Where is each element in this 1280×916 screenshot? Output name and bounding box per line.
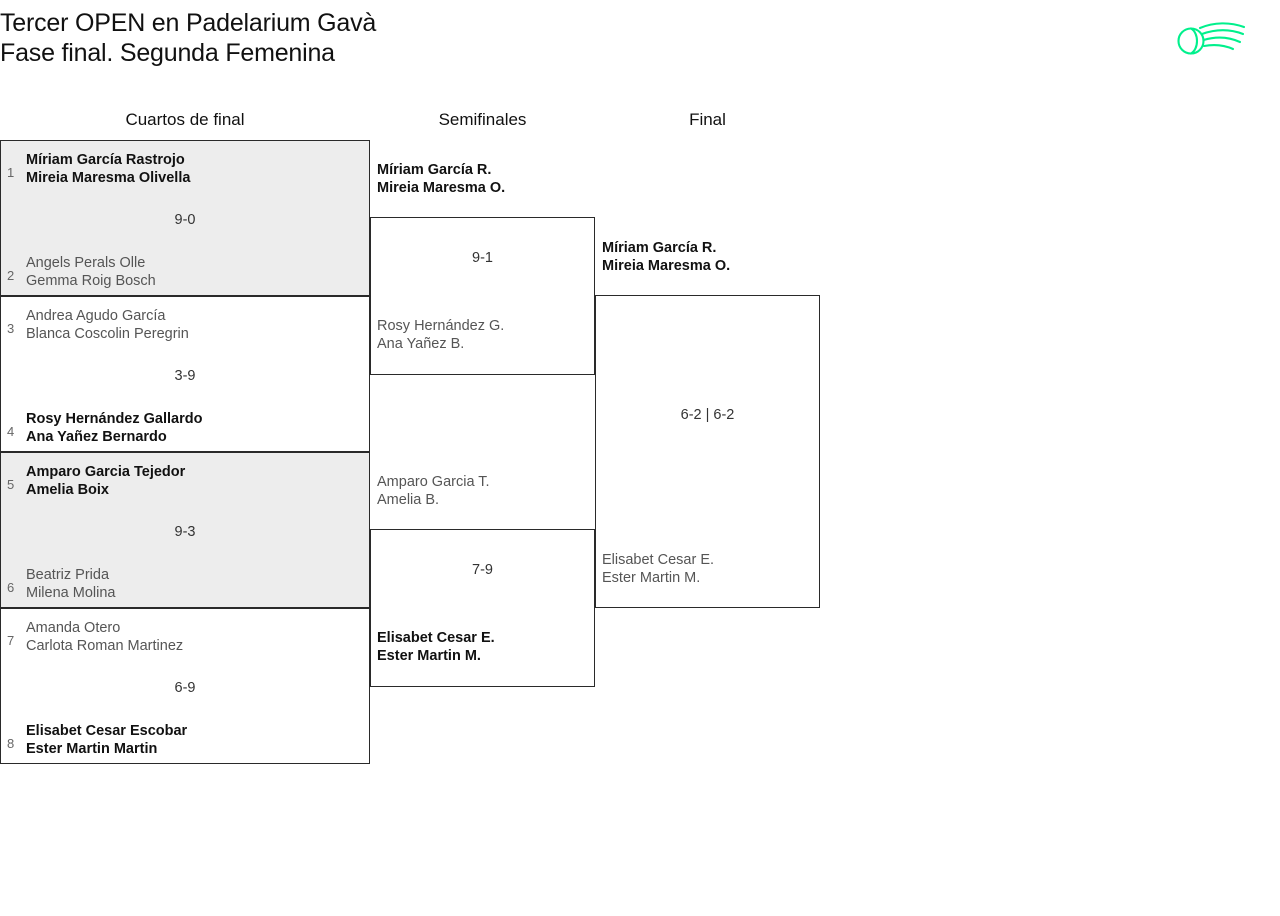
team-name-bottom: Elisabet Cesar E. Ester Martin M. [602, 551, 820, 587]
player-name: Amelia B. [377, 492, 440, 508]
player-name: Ana Yañez Bernardo [26, 429, 167, 445]
round-header-quarterfinals: Cuartos de final [125, 110, 245, 129]
seed-number: 8 [7, 736, 15, 751]
player-name: Ester Martin Martin [26, 741, 158, 757]
team-name-bottom: Angels Perals Olle Gemma Roig Bosch [26, 254, 361, 290]
player-name: Angels Perals Olle [26, 255, 146, 271]
match-quarterfinal-1[interactable]: 1 Míriam García Rastrojo Mireia Maresma … [0, 140, 370, 296]
team-name-bottom: Beatriz Prida Milena Molina [26, 566, 361, 602]
player-name: Gemma Roig Bosch [26, 273, 156, 289]
seed-number: 4 [7, 424, 15, 439]
match-score: 7-9 [472, 562, 493, 578]
player-name: Beatriz Prida [26, 567, 110, 583]
player-name: Amelia Boix [26, 482, 109, 498]
page-title: Tercer OPEN en Padelarium Gavà Fase fina… [0, 8, 900, 68]
player-name: Elisabet Cesar E. [377, 630, 495, 646]
player-name: Míriam García Rastrojo [26, 152, 185, 168]
player-name: Ana Yañez B. [377, 336, 465, 352]
match-score: 9-1 [472, 250, 493, 266]
player-name: Amparo Garcia Tejedor [26, 464, 186, 480]
player-name: Ester Martin M. [377, 648, 481, 664]
player-name: Andrea Agudo García [26, 308, 166, 324]
seed-number: 2 [7, 268, 15, 283]
team-name-top: Amparo Garcia Tejedor Amelia Boix [26, 463, 361, 499]
player-name: Míriam García R. [602, 240, 717, 256]
match-final[interactable]: 6-2 | 6-2 [595, 295, 820, 608]
player-name: Ester Martin M. [602, 570, 701, 586]
match-score: 3-9 [174, 368, 196, 384]
player-name: Carlota Roman Martinez [26, 638, 184, 654]
team-name-top: Amanda Otero Carlota Roman Martinez [26, 619, 361, 655]
team-name-top: Míriam García Rastrojo Mireia Maresma Ol… [26, 151, 361, 187]
match-score: 6-2 | 6-2 [680, 407, 735, 423]
match-quarterfinal-2[interactable]: 3 Andrea Agudo García Blanca Coscolin Pe… [0, 296, 370, 452]
round-header-final: Final [689, 110, 726, 129]
team-name-top: Andrea Agudo García Blanca Coscolin Pere… [26, 307, 361, 343]
player-name: Mireia Maresma O. [377, 180, 506, 196]
team-name-bottom: Rosy Hernández G. Ana Yañez B. [377, 317, 595, 353]
player-name: Rosy Hernández Gallardo [26, 411, 203, 427]
team-name-bottom: Elisabet Cesar Escobar Ester Martin Mart… [26, 722, 361, 758]
player-name: Elisabet Cesar E. [602, 552, 715, 568]
title-line-1: Tercer OPEN en Padelarium Gavà [0, 9, 377, 37]
round-header-semifinals: Semifinales [438, 110, 527, 129]
match-score: 9-0 [174, 212, 196, 228]
seed-number: 6 [7, 580, 15, 595]
seed-number: 7 [7, 633, 15, 648]
team-name-top: Míriam García R. Mireia Maresma O. [377, 161, 595, 197]
team-name-top: Míriam García R. Mireia Maresma O. [602, 239, 820, 275]
player-name: Rosy Hernández G. [377, 318, 505, 334]
player-name: Amanda Otero [26, 620, 121, 636]
player-name: Amparo Garcia T. [377, 474, 490, 490]
padelarium-swoosh-logo-icon [1174, 16, 1246, 62]
team-name-top: Amparo Garcia T. Amelia B. [377, 473, 595, 509]
team-name-bottom: Rosy Hernández Gallardo Ana Yañez Bernar… [26, 410, 361, 446]
seed-number: 3 [7, 321, 15, 336]
seed-number: 5 [7, 477, 15, 492]
team-name-bottom: Elisabet Cesar E. Ester Martin M. [377, 629, 595, 665]
match-score: 6-9 [174, 680, 196, 696]
match-score: 9-3 [174, 524, 196, 540]
match-semifinal-2[interactable]: 7-9 [370, 529, 595, 687]
match-semifinal-1[interactable]: 9-1 [370, 217, 595, 375]
player-name: Elisabet Cesar Escobar [26, 723, 188, 739]
title-line-2: Fase final. Segunda Femenina [0, 39, 335, 67]
player-name: Míriam García R. [377, 162, 492, 178]
seed-number: 1 [7, 165, 15, 180]
match-quarterfinal-4[interactable]: 7 Amanda Otero Carlota Roman Martinez 6-… [0, 608, 370, 764]
player-name: Mireia Maresma O. [602, 258, 731, 274]
player-name: Milena Molina [26, 585, 116, 601]
player-name: Blanca Coscolin Peregrin [26, 326, 189, 342]
match-quarterfinal-3[interactable]: 5 Amparo Garcia Tejedor Amelia Boix 9-3 … [0, 452, 370, 608]
player-name: Mireia Maresma Olivella [26, 170, 191, 186]
